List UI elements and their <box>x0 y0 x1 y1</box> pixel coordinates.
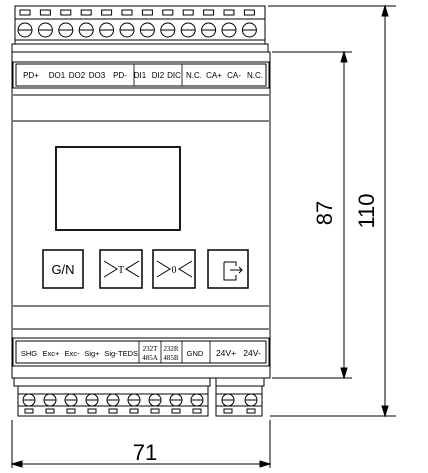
terminal-screw <box>148 393 162 407</box>
terminal-slot <box>162 9 174 16</box>
terminal-slot <box>192 408 202 414</box>
terminal-screw <box>99 22 115 38</box>
main-housing <box>11 51 271 379</box>
width-dimension-label: 71 <box>133 440 157 465</box>
terminal-slot <box>121 9 133 16</box>
bottom-label-exc-plus: Exc+ <box>43 349 61 358</box>
top-label-do2: DO2 <box>69 71 86 80</box>
bottom-label-teds: TEDS <box>118 349 138 358</box>
terminal-slot <box>141 9 153 16</box>
gn-button-label: G/N <box>51 262 74 277</box>
top-label-nc-1: N.C. <box>186 71 202 80</box>
bottom-label-exc-minus: Exc- <box>65 349 81 358</box>
bottom-label-232t: 232T <box>143 345 159 353</box>
exit-icon <box>223 261 243 281</box>
terminal-screw <box>190 393 204 407</box>
terminal-slot <box>243 9 255 16</box>
terminal-screw <box>244 393 258 407</box>
terminal-screw <box>180 22 196 38</box>
terminal-screw <box>85 393 99 407</box>
bottom-label-232r: 232R <box>163 345 179 353</box>
top-label-nc-2: N.C. <box>247 71 263 80</box>
terminal-slot <box>223 408 233 414</box>
terminal-slot <box>39 9 51 16</box>
zero-button-label: 0 <box>172 265 177 276</box>
top-label-ca-minus: CA- <box>227 71 241 80</box>
top-terminal-block <box>11 5 269 53</box>
terminal-screw <box>139 22 155 38</box>
terminal-slot <box>24 408 34 414</box>
terminal-screw <box>22 393 36 407</box>
terminal-slot <box>150 408 160 414</box>
top-label-di1: DI1 <box>134 71 147 80</box>
terminal-screw <box>169 393 183 407</box>
bottom-label-gnd: GND <box>187 349 204 358</box>
terminal-slot <box>223 9 235 16</box>
terminal-slot <box>45 408 55 414</box>
exit-button[interactable] <box>207 249 249 289</box>
tare-button[interactable] <box>99 249 143 289</box>
terminal-screw <box>201 22 217 38</box>
tare-button-label: T <box>118 265 124 276</box>
terminal-screw <box>241 22 257 38</box>
bottom-label-sig-plus: Sig+ <box>84 349 100 358</box>
terminal-slot <box>80 9 92 16</box>
terminal-slot <box>66 408 76 414</box>
top-label-do3: DO3 <box>89 71 106 80</box>
lcd-display <box>55 146 181 231</box>
bottom-terminal-block <box>13 377 265 417</box>
bottom-label-24v-minus: 24V- <box>243 348 261 358</box>
terminal-slot <box>129 408 139 414</box>
top-label-di2: DI2 <box>152 71 165 80</box>
terminal-screw <box>37 22 53 38</box>
bottom-label-shg: SHG <box>21 349 37 358</box>
terminal-screw <box>17 22 33 38</box>
bottom-label-24v-plus: 24V+ <box>216 348 236 358</box>
terminal-slot <box>101 9 113 16</box>
terminal-screw <box>64 393 78 407</box>
top-label-ca-plus: CA+ <box>206 71 222 80</box>
top-label-pd-minus: PD- <box>113 71 127 80</box>
terminal-screw <box>221 22 237 38</box>
terminal-screw <box>78 22 94 38</box>
terminal-slot <box>203 9 215 16</box>
bottom-label-485a: 485A <box>142 354 158 362</box>
inner-height-dimension-label: 87 <box>312 201 337 225</box>
terminal-screw <box>127 393 141 407</box>
bottom-label-485b: 485B <box>163 354 179 362</box>
terminal-screw <box>106 393 120 407</box>
bottom-label-sig-minus: Sig- <box>104 349 118 358</box>
zero-button[interactable] <box>152 249 196 289</box>
outer-height-dimension-label: 110 <box>354 193 379 228</box>
terminal-slot <box>171 408 181 414</box>
terminal-screw <box>58 22 74 38</box>
terminal-screw <box>221 393 235 407</box>
top-label-pd-plus: PD+ <box>23 71 39 80</box>
terminal-screw <box>160 22 176 38</box>
dimension-lines <box>10 4 396 468</box>
terminal-slot <box>60 9 72 16</box>
terminal-slot <box>246 408 256 414</box>
terminal-slot <box>19 9 31 16</box>
terminal-screw <box>43 393 57 407</box>
top-label-do1: DO1 <box>49 71 66 80</box>
terminal-slot <box>182 9 194 16</box>
gn-button[interactable] <box>42 249 84 289</box>
terminal-slot <box>87 408 97 414</box>
top-label-dic: DIC <box>167 71 181 80</box>
terminal-slot <box>108 408 118 414</box>
terminal-screw <box>119 22 135 38</box>
